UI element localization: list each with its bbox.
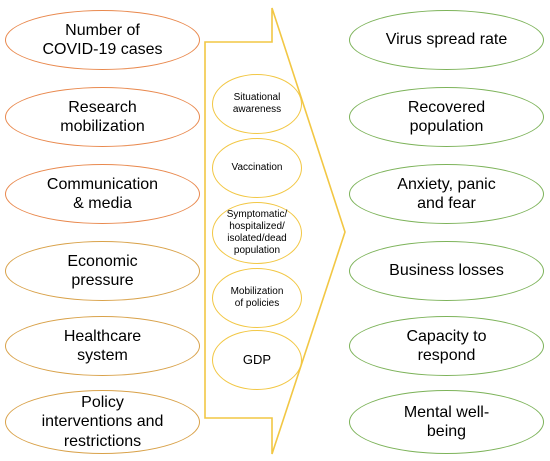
outcome-mental-wellbeing: Mental well- being (349, 390, 544, 454)
factor-economic-pressure: Economic pressure (5, 241, 200, 301)
factor-economic-pressure-label: Economic pressure (67, 252, 138, 289)
mediator-mobilization-policies-label: Mobilization of policies (230, 286, 284, 309)
outcome-recovered-population-label: Recovered population (407, 98, 486, 135)
outcome-recovered-population: Recovered population (349, 87, 544, 147)
outcome-virus-spread-rate: Virus spread rate (349, 10, 544, 70)
outcome-business-losses: Business losses (349, 241, 544, 301)
mediator-situational-awareness: Situational awareness (212, 74, 302, 134)
mediator-vaccination: Vaccination (212, 138, 302, 198)
mediator-vaccination-label: Vaccination (231, 162, 283, 173)
mediator-mobilization-policies: Mobilization of policies (212, 268, 302, 328)
factor-healthcare-system-label: Healthcare system (63, 327, 142, 364)
mediator-gdp: GDP (212, 330, 302, 390)
mediator-affected-population-label: Symptomatic/ hospitalized/ isolated/dead… (226, 209, 288, 256)
mediator-gdp-label: GDP (242, 352, 272, 368)
mediator-affected-population: Symptomatic/ hospitalized/ isolated/dead… (212, 202, 302, 264)
factor-communication-media: Communication & media (5, 164, 200, 224)
outcome-capacity-to-respond-label: Capacity to respond (406, 327, 487, 364)
outcome-anxiety-panic-fear-label: Anxiety, panic and fear (397, 175, 496, 212)
factor-research-mobilization-label: Research mobilization (60, 98, 145, 135)
outcome-virus-spread-rate-label: Virus spread rate (385, 31, 508, 49)
factor-healthcare-system: Healthcare system (5, 316, 200, 376)
mediator-situational-awareness-label: Situational awareness (232, 92, 282, 115)
factor-covid-cases-label: Number of COVID-19 cases (42, 21, 163, 58)
factor-policy-interventions-label: Policy interventions and restrictions (41, 394, 164, 450)
factor-research-mobilization: Research mobilization (5, 87, 200, 147)
factor-communication-media-label: Communication & media (46, 175, 159, 212)
outcome-business-losses-label: Business losses (389, 262, 504, 280)
factor-covid-cases: Number of COVID-19 cases (5, 10, 200, 70)
factor-policy-interventions: Policy interventions and restrictions (5, 390, 200, 454)
outcome-capacity-to-respond: Capacity to respond (349, 316, 544, 376)
outcome-anxiety-panic-fear: Anxiety, panic and fear (349, 164, 544, 224)
outcome-mental-wellbeing-label: Mental well- being (403, 403, 490, 440)
